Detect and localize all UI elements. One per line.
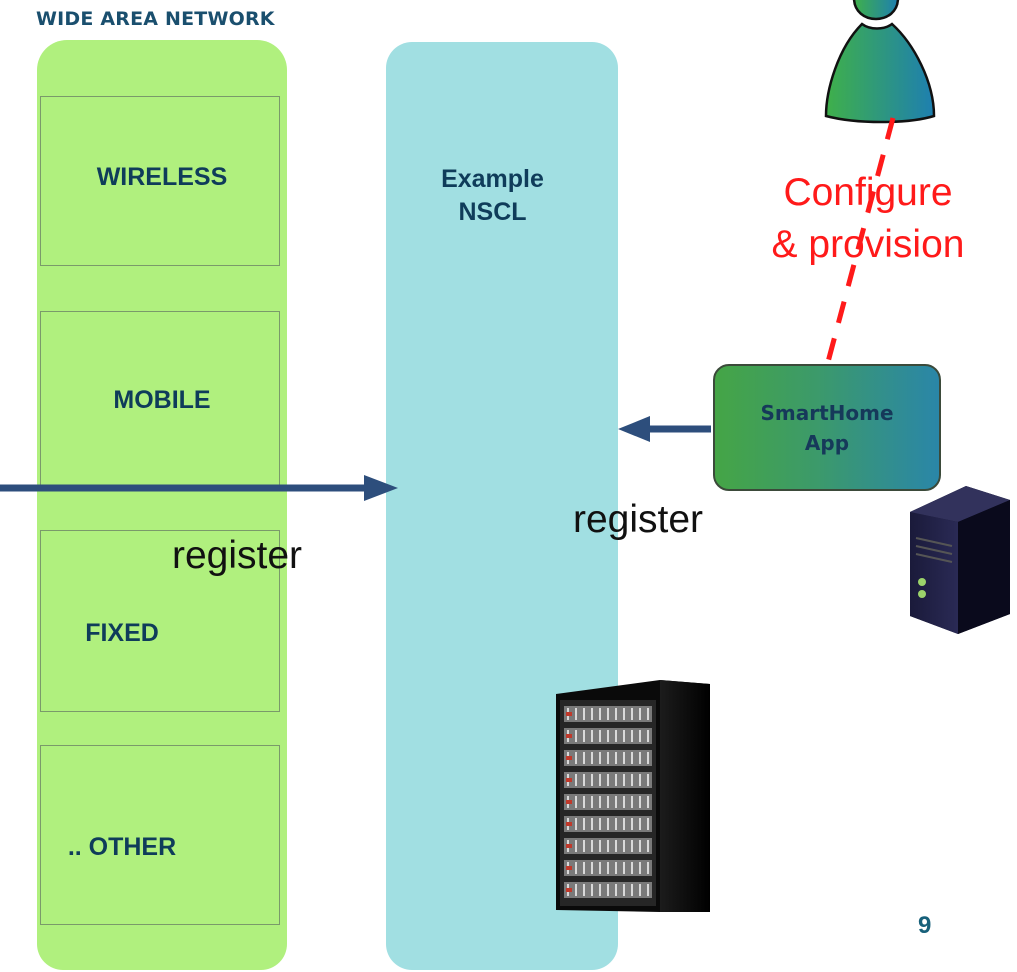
rack-units	[564, 706, 652, 898]
wan-title: WIDE AREA NETWORK	[36, 8, 275, 30]
network-box-wireless[interactable]: WIRELESS	[40, 96, 280, 266]
network-label-mobile: MOBILE	[113, 386, 211, 414]
network-label-fixed: FIXED	[85, 618, 159, 647]
arrowhead-register-right	[618, 416, 650, 442]
register-label-right: register	[573, 498, 704, 541]
rack-led	[566, 888, 572, 892]
server-rack-icon	[552, 676, 712, 914]
network-box-fixed[interactable]: FIXED	[40, 530, 280, 712]
network-box-other[interactable]: .. OTHER	[40, 745, 280, 925]
network-box-mobile[interactable]: MOBILE	[40, 311, 280, 490]
rack-led	[566, 712, 572, 716]
configure-label-line2: & provision	[771, 223, 965, 266]
dashed-configure-line	[825, 117, 896, 363]
app-label-line1: SmartHome	[760, 400, 894, 425]
network-label-wireless: WIRELESS	[96, 162, 228, 191]
rack-led	[566, 734, 572, 738]
rack-led	[566, 800, 572, 804]
register-label-left: register	[172, 534, 303, 577]
arrowhead-register-left	[364, 475, 398, 501]
nscl-label: Example NSCL	[400, 163, 585, 229]
rack-led	[566, 822, 572, 826]
configure-label-line1: Configure	[783, 171, 953, 214]
nscl-label-line1: Example	[441, 165, 544, 193]
server-tower-icon	[906, 476, 1014, 636]
nscl-label-line2: NSCL	[458, 198, 527, 226]
rack-led	[566, 844, 572, 848]
network-label-other: .. OTHER	[67, 832, 177, 861]
rack-led	[566, 756, 572, 760]
person-icon	[812, 0, 942, 126]
rack-led	[566, 778, 572, 782]
page-number: 9	[918, 912, 932, 939]
rack-led	[566, 866, 572, 870]
configure-provision-label: Configure & provision	[748, 167, 988, 271]
smarthome-app-box[interactable]: SmartHome App	[713, 364, 941, 491]
app-label-line2: App	[804, 430, 850, 455]
